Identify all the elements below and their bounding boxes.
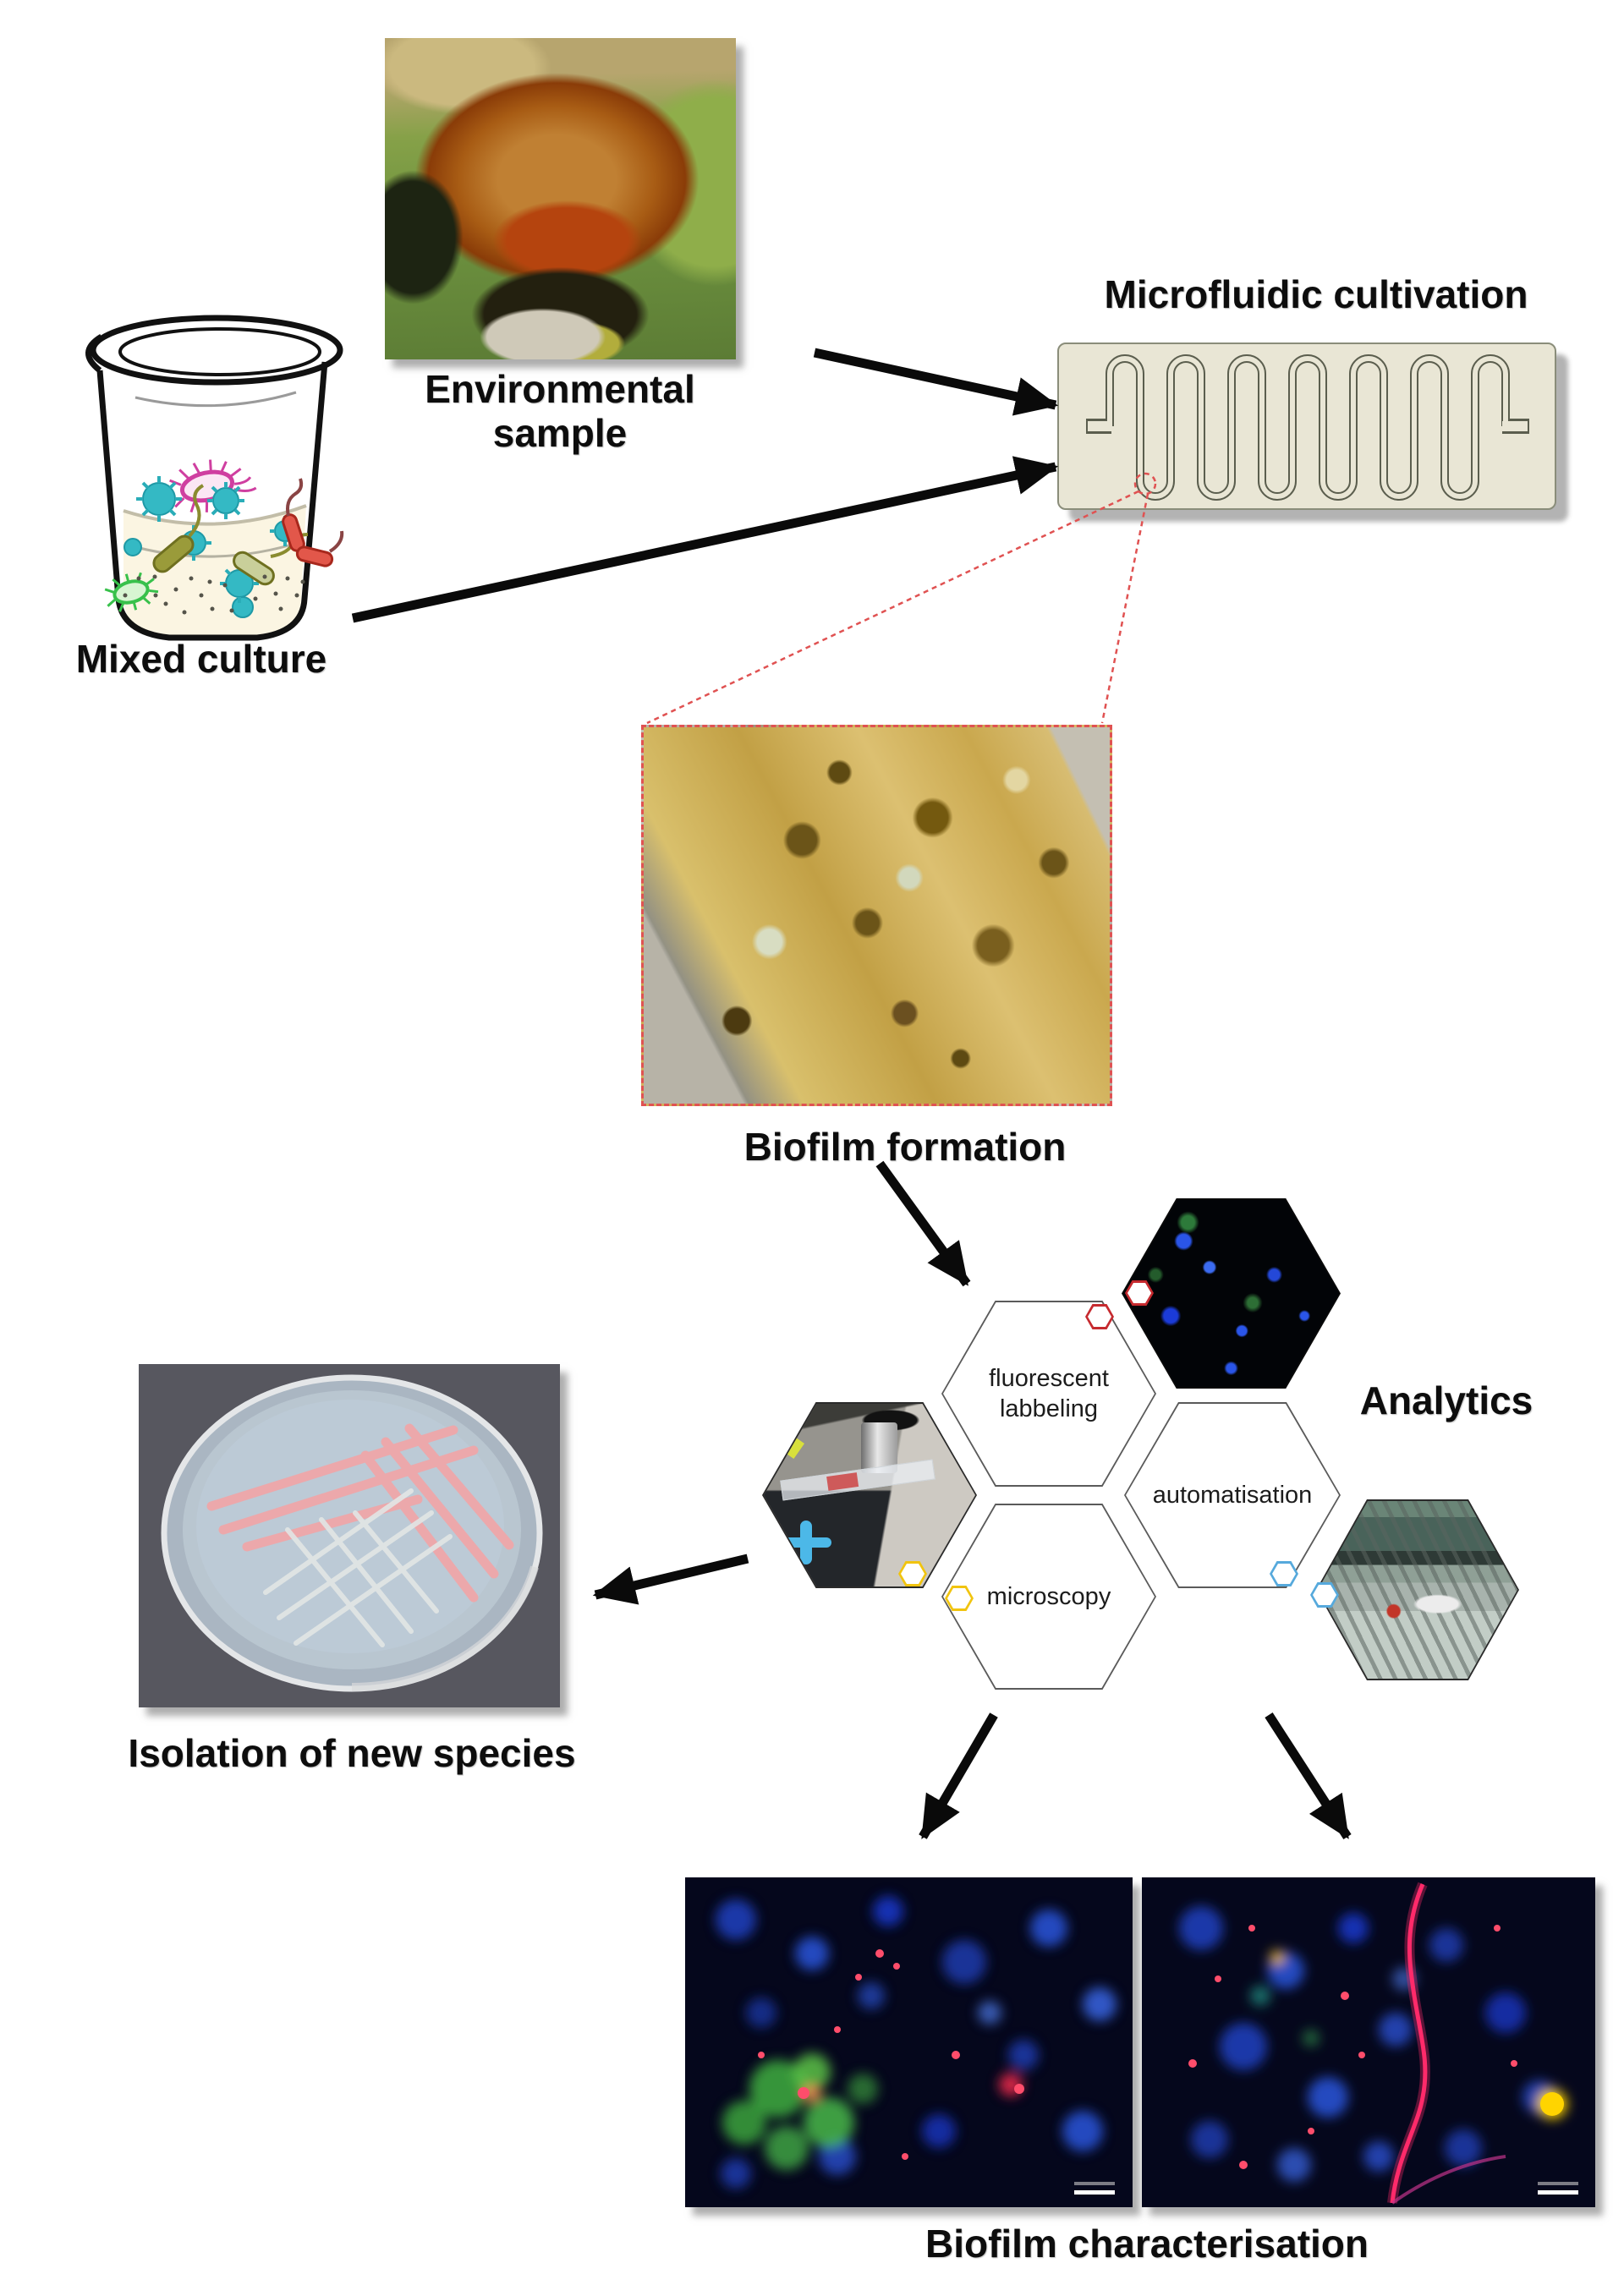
microbes-illustration [104,459,344,618]
arrow-env-to-chip [813,348,1059,416]
arrow-analytics-to-char-left [919,1712,998,1839]
hexagon-microscopy: microscopy [941,1504,1156,1690]
fluorescent-labeling-text: fluorescent labbeling [989,1365,1109,1422]
hexagon-fluorescent-labeling: fluorescent labbeling [941,1301,1156,1487]
hexagon-fluorescence-photo [1122,1198,1341,1389]
arrow-analytics-to-char-right [1265,1712,1352,1839]
petri-dish-photo [139,1364,560,1707]
automatisation-text: automatisation [1152,1482,1313,1509]
biofilm-characterisation-label: Biofilm characterisation [924,2222,1369,2266]
hexagon-automatisation: automatisation [1124,1402,1341,1588]
mixed-culture-beaker-illustration [85,315,344,641]
blue-valve [781,1521,831,1564]
environmental-sample-label: Environmental sample [382,367,738,455]
isolation-label: Isolation of new species [128,1731,576,1775]
biofilm-formation-photo [641,725,1112,1106]
fluorescence-micrograph [1123,1200,1339,1387]
environmental-sample-label-line2: sample [492,411,628,455]
yellow-sticker [769,1426,805,1459]
mixed-culture-label: Mixed culture [75,637,327,681]
microscope-setup-photo [764,1404,975,1586]
microfluidic-slide [780,1459,935,1500]
biofilm-formation-label: Biofilm formation [743,1125,1067,1169]
analytics-label: Analytics [1359,1378,1533,1422]
lab-automation-photo [1318,1501,1517,1679]
environmental-sample-photo [385,38,736,359]
biofilm-characterisation-photo-right [1142,1877,1595,2207]
microfluidic-cultivation-label: Microfluidic cultivation [1104,272,1528,316]
hexagon-microscope-photo [762,1402,977,1588]
environmental-sample-label-line1: Environmental [425,367,695,411]
microscopy-text: microscopy [986,1583,1111,1610]
arrow-analytics-to-isolation [592,1553,749,1605]
hexagon-lab-automation-photo [1316,1499,1519,1680]
arrow-mixed-to-chip [351,456,1059,623]
biofilm-characterisation-photo-left [685,1877,1133,2207]
microfluidic-chip [1057,342,1556,510]
petri-dish-art [139,1364,560,1707]
arrow-biofilm-to-analytics [875,1160,971,1287]
serpentine-channel [1086,354,1529,501]
